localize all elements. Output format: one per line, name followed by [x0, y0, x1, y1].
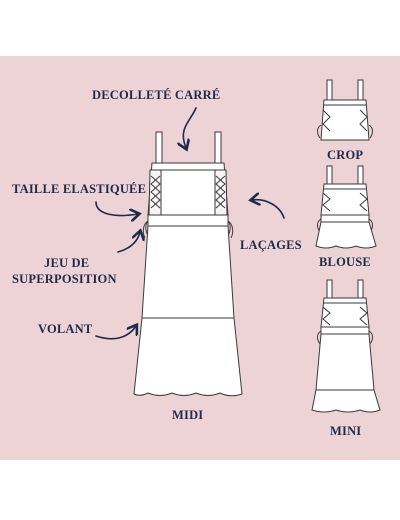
- label-blouse: BLOUSE: [319, 255, 371, 269]
- arrow-jeu: [117, 232, 140, 253]
- arrow-taille: [95, 201, 138, 216]
- label-lacages: LAÇAGES: [240, 238, 302, 252]
- label-jeu-de: JEU DE: [44, 256, 90, 270]
- label-mini: MINI: [330, 424, 362, 438]
- arrow-decollete: [183, 107, 197, 148]
- annotation-arrows: [95, 107, 285, 340]
- arrow-lacages: [252, 200, 285, 219]
- label-taille-elastiquee: TAILLE ELASTIQUÉE: [12, 182, 147, 196]
- label-crop: CROP: [327, 148, 364, 162]
- label-volant: VOLANT: [38, 322, 93, 336]
- blouse-drawing: [315, 165, 377, 249]
- mini-dress-drawing: [311, 279, 381, 413]
- midi-dress-drawing: [133, 131, 243, 397]
- label-superposition: SUPERPOSITION: [12, 272, 117, 286]
- label-decollete-carre: DECOLLETÉ CARRÉ: [92, 88, 221, 102]
- label-midi: MIDI: [172, 408, 204, 422]
- arrow-volant: [95, 326, 136, 340]
- crop-top-drawing: [317, 79, 373, 141]
